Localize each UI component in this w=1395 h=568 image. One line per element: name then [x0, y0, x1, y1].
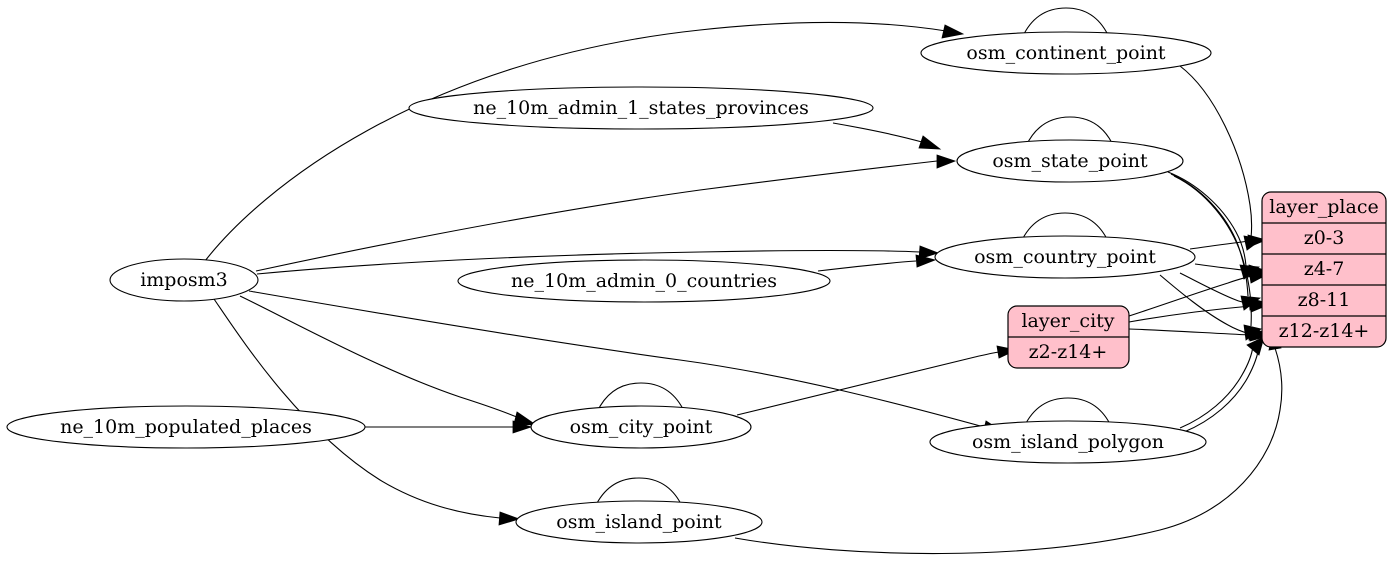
layer_place-row-z12-z14-plus[interactable]: z12-z14+ [1279, 320, 1370, 342]
edge-layer [204, 7, 1283, 555]
node-ne_10m_admin_1_states_provinces-label: ne_10m_admin_1_states_provinces [473, 97, 809, 119]
edge-ne_10m_populated_places-to-osm_city_point [365, 420, 533, 434]
edge-osm_country_point-to-layer_place-z0-3 [1189, 234, 1268, 250]
layer_place-row-z0-3[interactable]: z0-3 [1304, 227, 1345, 249]
node-osm_continent_point-label: osm_continent_point [966, 42, 1166, 64]
node-osm_state_point-label: osm_state_point [992, 150, 1148, 172]
layer-table-layer_city[interactable]: layer_city z2-z14+ [1007, 305, 1130, 369]
layer_city-row-z2-z14-plus[interactable]: z2-z14+ [1029, 341, 1108, 363]
node-ne_10m_admin_0_countries[interactable]: ne_10m_admin_0_countries [457, 259, 831, 303]
node-ne_10m_admin_1_states_provinces[interactable]: ne_10m_admin_1_states_provinces [408, 86, 874, 130]
edge-ne_10m_admin_1_states_provinces-to-osm_state_point [832, 122, 942, 150]
layer_city-header: layer_city [1021, 310, 1114, 332]
node-imposm3[interactable]: imposm3 [109, 258, 259, 302]
layer_place-header: layer_place [1269, 196, 1378, 218]
edge-osm_island_polygon-to-layer_place-z12-z14-plus [1179, 336, 1265, 429]
node-osm_city_point[interactable]: osm_city_point [530, 405, 752, 449]
node-osm_island_point-label: osm_island_point [556, 511, 722, 533]
edge-osm_island_polygon-to-layer_place-z12-z14-plus-b [1183, 345, 1260, 433]
edge-osm_city_point-to-layer_city-z2-z14-plus [736, 345, 1018, 416]
layer_place-row-z8-11[interactable]: z8-11 [1298, 289, 1351, 311]
edge-layer_city-to-layer_place-z4-7 [1128, 269, 1270, 317]
node-osm_island_polygon-label: osm_island_polygon [972, 431, 1164, 453]
node-osm_city_point-label: osm_city_point [570, 416, 713, 438]
edge-osm_continent_point-to-layer_place-z0-3 [1179, 65, 1264, 251]
edge-imposm3-to-osm_continent_point [204, 21, 965, 262]
edge-layer_city-to-layer_place-z12-z14-plus [1128, 328, 1270, 342]
edge-ne_10m_admin_0_countries-to-osm_country_point [817, 254, 937, 272]
node-ne_10m_populated_places-label: ne_10m_populated_places [60, 416, 312, 438]
layer-table-layer_place[interactable]: layer_place z0-3 z4-7 z8-11 z12-z14+ [1261, 191, 1387, 348]
node-osm_island_polygon[interactable]: osm_island_polygon [929, 420, 1207, 464]
node-osm_continent_point[interactable]: osm_continent_point [920, 31, 1212, 75]
edge-imposm3-to-osm_island_point [213, 298, 521, 526]
node-imposm3-label: imposm3 [140, 269, 228, 291]
node-osm_country_point[interactable]: osm_country_point [934, 235, 1196, 279]
node-layer: imposm3 ne_10m_admin_1_states_provinces … [6, 31, 1212, 544]
layer_place-row-z4-7[interactable]: z4-7 [1304, 258, 1345, 280]
node-osm_country_point-label: osm_country_point [974, 246, 1156, 268]
edge-imposm3-to-osm_state_point [255, 154, 957, 272]
node-ne_10m_admin_0_countries-label: ne_10m_admin_0_countries [511, 270, 777, 292]
edge-imposm3-to-osm_city_point [239, 295, 538, 426]
node-ne_10m_populated_places[interactable]: ne_10m_populated_places [6, 405, 366, 449]
edge-imposm3-to-osm_country_point [256, 245, 940, 275]
node-osm_island_point[interactable]: osm_island_point [515, 500, 763, 544]
node-osm_state_point[interactable]: osm_state_point [956, 139, 1184, 183]
edge-layer_city-to-layer_place-z8-11 [1128, 299, 1270, 323]
